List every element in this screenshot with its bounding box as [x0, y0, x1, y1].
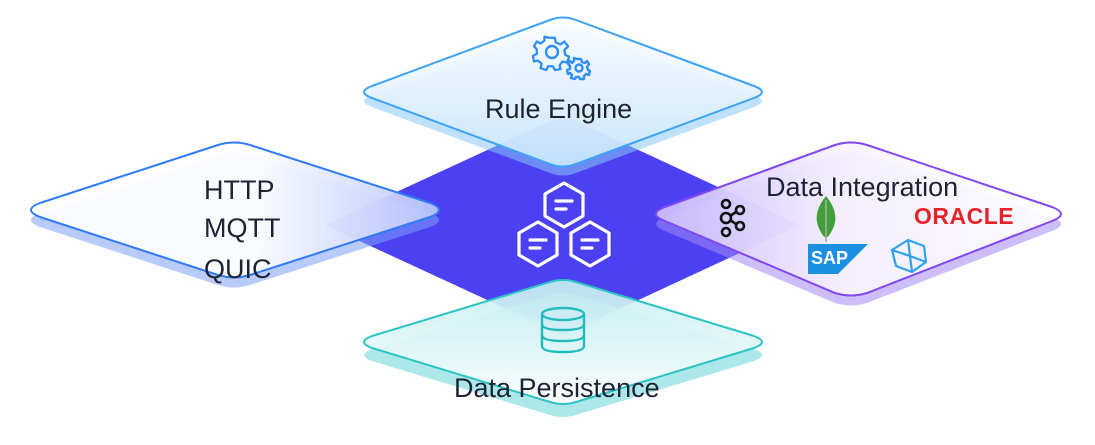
data-integration-label: Data Integration [766, 172, 959, 202]
sap-logo-text: SAP [811, 248, 849, 268]
gears-icon [531, 35, 592, 81]
mongodb-logo [816, 196, 836, 242]
protocol-http-label: HTTP [204, 175, 275, 205]
protocol-mqtt-label: MQTT [204, 213, 281, 243]
data-persistence-label: Data Persistence [454, 373, 660, 403]
rule-engine-panel [363, 16, 763, 176]
protocols-panel [30, 141, 440, 288]
protocol-quic-label: QUIC [204, 254, 272, 284]
hexagon-cluster-icon [517, 181, 611, 268]
sap-logo: SAP [808, 244, 868, 274]
data-persistence-panel [363, 279, 763, 417]
database-icon [540, 306, 586, 354]
hexagon-gem-logo [890, 238, 928, 274]
sap-logo-shape [808, 244, 868, 274]
oracle-logo: ORACLE [914, 203, 1015, 229]
rule-engine-label: Rule Engine [485, 94, 633, 124]
data-integration-panel [655, 141, 1062, 306]
kafka-logo [719, 198, 746, 238]
